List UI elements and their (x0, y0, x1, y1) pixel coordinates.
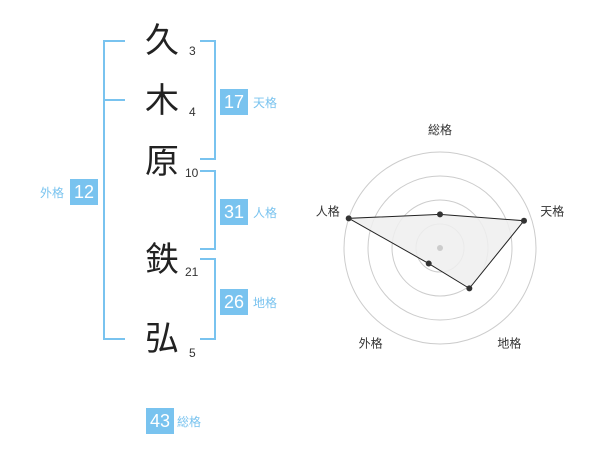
tenkaku-badge: 17 天格 (220, 89, 277, 115)
gaikaku-badge: 外格 12 (40, 179, 99, 205)
radar-axis-label-3: 地格 (497, 335, 521, 350)
radar-axis-label-4: 外格 (359, 335, 383, 350)
radar-center-dot (437, 245, 443, 251)
radar-point-5 (345, 215, 352, 222)
jinkaku-badge: 31 人格 (220, 199, 277, 225)
tenkaku-value: 17 (220, 89, 248, 115)
jinkaku-label: 人格 (253, 205, 278, 220)
stroke-count-3: 10 (185, 166, 199, 180)
radar-area (346, 213, 525, 290)
kanji-char-3: 原 (145, 142, 179, 182)
soukaku-value: 43 (146, 408, 174, 434)
tenkaku-bracket (200, 40, 216, 160)
chikaku-badge: 26 地格 (220, 289, 277, 315)
kanji-char-1: 久 (145, 21, 179, 61)
soukaku-badge: 43 総格 (146, 408, 201, 434)
radar-point-1 (437, 211, 443, 218)
kanji-char-5: 弘 (145, 319, 179, 359)
chikaku-label: 地格 (253, 295, 278, 310)
jinkaku-value: 31 (220, 199, 248, 225)
radar-axis-label-5: 人格 (316, 204, 340, 219)
radar-point-3 (466, 285, 473, 292)
stroke-count-2: 4 (189, 105, 196, 119)
stroke-count-5: 5 (189, 346, 196, 360)
radar-ring-4 (343, 151, 537, 345)
radar-axis-label-2: 天格 (540, 204, 564, 219)
radar-point-2 (520, 217, 527, 224)
gaikaku-bracket-tick (103, 99, 125, 101)
tenkaku-label: 天格 (253, 95, 278, 110)
gaikaku-value: 12 (70, 179, 99, 205)
radar-axis-label-1: 総格 (428, 122, 452, 137)
gaikaku-label: 外格 (40, 185, 65, 200)
kanji-char-2: 木 (145, 81, 179, 121)
soukaku-label: 総格 (177, 414, 202, 429)
radar-ring-3 (367, 175, 513, 321)
stroke-count-1: 3 (189, 44, 196, 58)
radar-point-4 (425, 260, 432, 267)
gaikaku-bracket (103, 40, 125, 340)
kanji-char-4: 鉄 (145, 240, 179, 280)
chikaku-bracket (200, 258, 216, 340)
jinkaku-bracket (200, 170, 216, 250)
chikaku-value: 26 (220, 289, 248, 315)
stroke-count-4: 21 (185, 265, 199, 279)
